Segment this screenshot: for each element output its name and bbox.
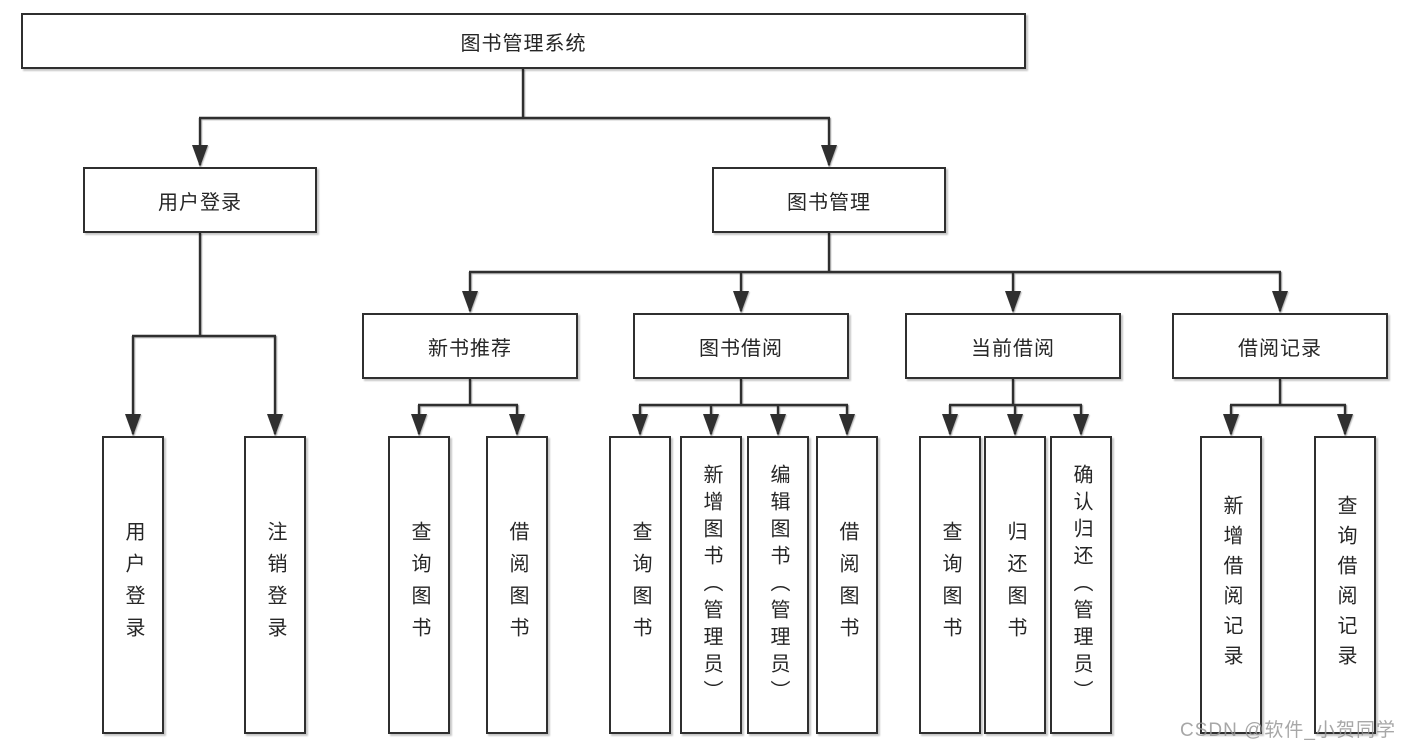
leaf-label: 查询借阅记录 — [1334, 495, 1356, 675]
leaf-label: 借阅图书 — [506, 521, 528, 649]
leaf-label: 注销登录 — [264, 521, 286, 649]
node-label: 图书管理系统 — [460, 32, 587, 55]
leaf-query-books-borrowing: 查询图书 — [609, 436, 671, 734]
leaf-query-books-recommend: 查询图书 — [388, 436, 450, 734]
leaf-label: 查询图书 — [408, 521, 430, 649]
edge-records-bus — [1230, 379, 1346, 407]
leaf-label: 编辑图书（管理员） — [767, 463, 789, 707]
leaf-add-books-admin: 新增图书（管理员） — [680, 436, 742, 734]
node-book-management-system: 图书管理系统 — [21, 13, 1026, 69]
edge-recommendation-bus — [418, 379, 518, 407]
leaf-user-login: 用户登录 — [102, 436, 164, 734]
leaf-label: 借阅图书 — [836, 521, 858, 649]
edge-root-bus — [199, 69, 830, 120]
leaf-query-books-current: 查询图书 — [919, 436, 981, 734]
leaf-confirm-return-admin: 确认归还（管理员） — [1050, 436, 1112, 734]
leaf-logout: 注销登录 — [244, 436, 306, 734]
node-label: 新书推荐 — [428, 337, 512, 360]
node-new-book-recommendation: 新书推荐 — [362, 313, 578, 379]
leaf-add-borrow-record: 新增借阅记录 — [1200, 436, 1262, 734]
node-label: 图书借阅 — [699, 337, 783, 360]
node-label: 用户登录 — [158, 191, 242, 214]
leaf-label: 新增图书（管理员） — [700, 463, 722, 707]
leaf-return-books: 归还图书 — [984, 436, 1046, 734]
leaf-label: 归还图书 — [1004, 521, 1026, 649]
edge-current-bus — [949, 379, 1082, 407]
leaf-borrow-books-recommend: 借阅图书 — [486, 436, 548, 734]
node-label: 当前借阅 — [971, 337, 1055, 360]
edge-book-management-bus — [469, 233, 1281, 274]
node-label: 图书管理 — [787, 191, 871, 214]
node-label: 借阅记录 — [1238, 337, 1322, 360]
csdn-watermark: CSDN @软件_小贺同学 — [1180, 720, 1396, 741]
node-book-borrowing: 图书借阅 — [633, 313, 849, 379]
leaf-label: 查询图书 — [629, 521, 651, 649]
leaf-edit-books-admin: 编辑图书（管理员） — [747, 436, 809, 734]
leaf-borrow-books-borrowing: 借阅图书 — [816, 436, 878, 734]
node-book-management: 图书管理 — [712, 167, 946, 233]
leaf-label: 新增借阅记录 — [1220, 495, 1242, 675]
node-current-borrowing: 当前借阅 — [905, 313, 1121, 379]
edge-user-login-bus — [132, 233, 276, 338]
leaf-label: 用户登录 — [122, 521, 144, 649]
node-user-login: 用户登录 — [83, 167, 317, 233]
node-borrowing-records: 借阅记录 — [1172, 313, 1388, 379]
leaf-query-borrow-record: 查询借阅记录 — [1314, 436, 1376, 734]
leaf-label: 确认归还（管理员） — [1070, 463, 1092, 707]
edge-borrowing-bus — [639, 379, 848, 407]
leaf-label: 查询图书 — [939, 521, 961, 649]
